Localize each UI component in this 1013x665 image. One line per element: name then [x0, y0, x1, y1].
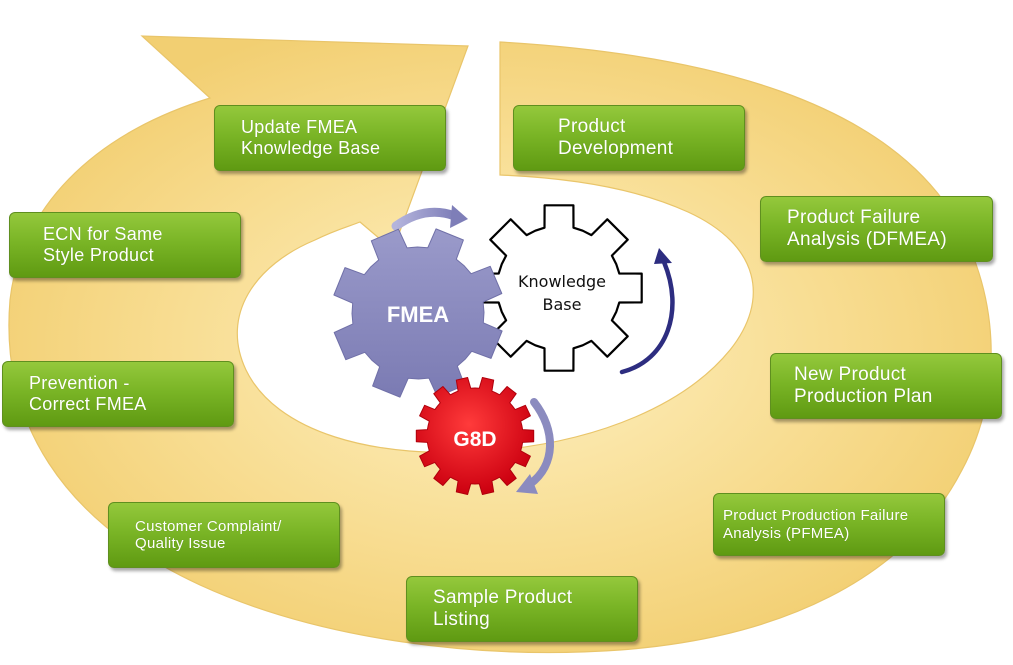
box-line: Sample Product [433, 586, 573, 608]
curved-arrow-top [391, 207, 460, 231]
box-line: Listing [433, 609, 491, 630]
g8d-gear-label: G8D [453, 428, 496, 451]
box-line: Product Production Failure [723, 507, 909, 525]
sample-product-listing-box: Sample Product Listing [406, 576, 638, 642]
box-line: Knowledge Base [241, 138, 381, 158]
curved-arrow-right [619, 259, 675, 375]
knowledge-base-gear-label-line1: Knowledge [518, 272, 606, 291]
product-development-box: Product Development [513, 105, 745, 171]
box-line: Prevention - [29, 373, 130, 394]
g8d-gear [415, 377, 535, 495]
box-line: Analysis (DFMEA) [787, 229, 947, 250]
arrowhead-top [450, 205, 468, 228]
box-line: Update FMEA [241, 117, 358, 138]
box-line: Style Product [43, 245, 154, 265]
box-line: Quality Issue [135, 535, 226, 552]
box-line: New Product [794, 363, 907, 385]
box-line: Correct FMEA [29, 394, 147, 414]
arrowhead-bottom [516, 474, 538, 494]
fmea-gear-label: FMEA [387, 302, 449, 327]
product-production-failure-analysis-box: Product Production Failure Analysis (PFM… [713, 493, 945, 556]
knowledge-base-gear-shape [475, 204, 643, 372]
knowledge-base-gear-label-line2: Base [543, 295, 582, 314]
update-fmea-knowledge-base-box: Update FMEA Knowledge Base [214, 105, 446, 171]
box-line: Production Plan [794, 386, 933, 407]
box-line: ECN for Same [43, 224, 163, 245]
g8d-gear-shape [415, 377, 535, 495]
box-line: Development [558, 138, 674, 159]
ecn-same-style-box: ECN for Same Style Product [9, 212, 241, 278]
box-line: Customer Complaint/ [135, 517, 282, 535]
knowledge-base-gear [475, 204, 643, 372]
arrowhead-right [654, 248, 672, 264]
customer-complaint-box: Customer Complaint/ Quality Issue [108, 502, 340, 568]
product-failure-analysis-box: Product Failure Analysis (DFMEA) [760, 196, 993, 262]
prevention-correct-fmea-box: Prevention - Correct FMEA [2, 361, 234, 427]
new-product-production-plan-box: New Product Production Plan [770, 353, 1002, 419]
box-line: Product Failure [787, 206, 921, 228]
box-line: Analysis (PFMEA) [723, 524, 850, 542]
curved-arrow-bottom [526, 398, 554, 488]
box-line: Product [558, 115, 626, 137]
